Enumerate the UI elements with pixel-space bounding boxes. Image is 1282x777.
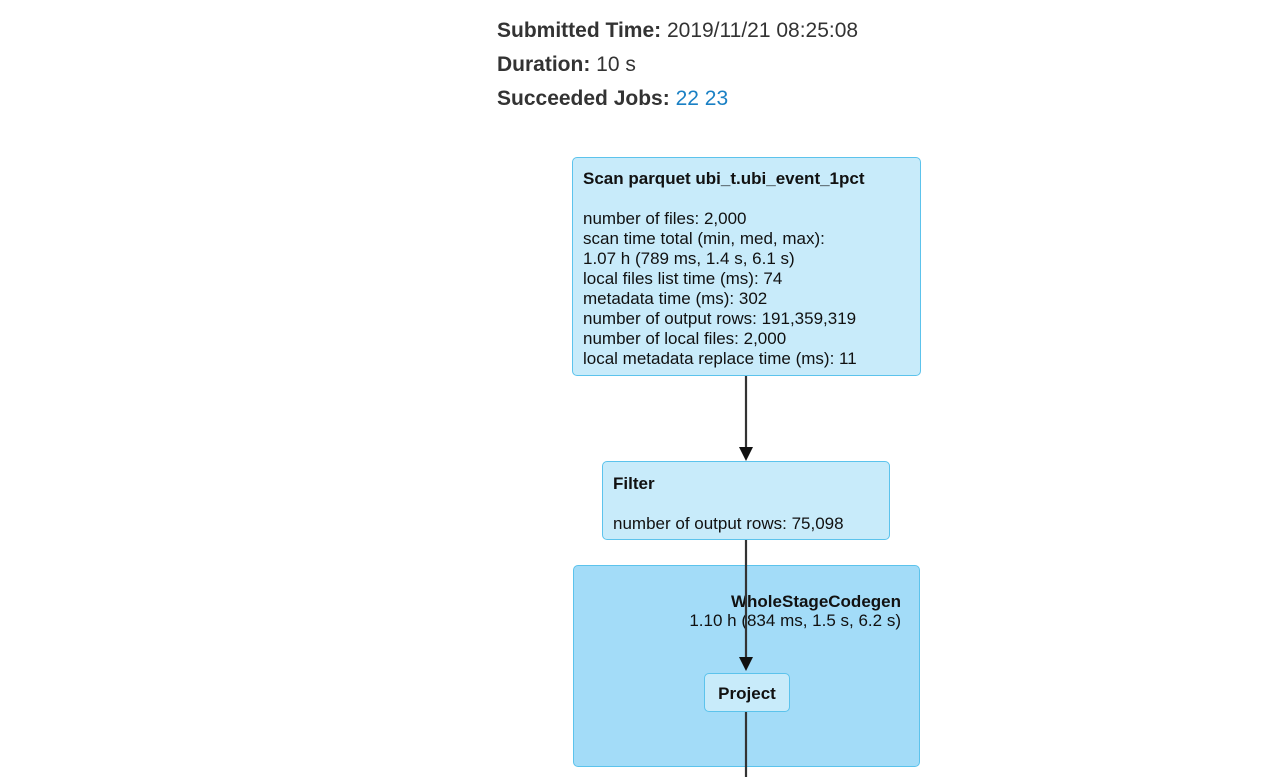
scan-metric: local files list time (ms): 74 [583, 269, 783, 288]
scan-metric: number of local files: 2,000 [583, 329, 787, 348]
filter-node-title: Filter [613, 474, 655, 493]
submitted-time-label: Submitted Time: [497, 19, 662, 42]
filter-node-metrics: number of output rows: 75,098 [613, 514, 889, 534]
submitted-time-value: 2019/11/21 08:25:08 [666, 19, 859, 42]
job-link-22[interactable]: 22 [675, 87, 699, 110]
scan-metric: metadata time (ms): 302 [583, 289, 768, 308]
filter-node[interactable]: Filter number of output rows: 75,098 [602, 461, 890, 540]
whole-stage-codegen-cluster[interactable]: WholeStageCodegen 1.10 h (834 ms, 1.5 s,… [573, 565, 920, 767]
codegen-title: WholeStageCodegen [730, 592, 901, 611]
duration-label: Duration: [497, 53, 591, 76]
project-node-title: Project [718, 684, 776, 703]
duration-value: 10 s [596, 53, 636, 76]
filter-metric: number of output rows: 75,098 [613, 514, 844, 533]
scan-metric: number of files: 2,000 [583, 209, 747, 228]
edge-arrowhead [739, 447, 753, 461]
scan-metric: number of output rows: 191,359,319 [583, 309, 857, 328]
scan-node-metrics: number of files: 2,000 scan time total (… [583, 209, 920, 369]
duration-row: Duration: 10 s [497, 48, 858, 82]
scan-node-title: Scan parquet ubi_t.ubi_event_1pct [583, 169, 865, 188]
query-summary: Submitted Time: 2019/11/21 08:25:08 Dura… [497, 14, 858, 116]
project-node[interactable]: Project [704, 673, 790, 712]
job-link-23[interactable]: 23 [704, 87, 729, 110]
submitted-time-row: Submitted Time: 2019/11/21 08:25:08 [497, 14, 858, 48]
scan-metric: local metadata replace time (ms): 11 [583, 349, 857, 368]
scan-metric: 1.07 h (789 ms, 1.4 s, 6.1 s) [583, 249, 795, 268]
scan-metric: scan time total (min, med, max): [583, 229, 825, 248]
codegen-time: 1.10 h (834 ms, 1.5 s, 6.2 s) [689, 611, 901, 630]
edge-scan-to-filter [739, 376, 753, 461]
scan-parquet-node[interactable]: Scan parquet ubi_t.ubi_event_1pct number… [572, 157, 921, 376]
succeeded-jobs-label: Succeeded Jobs: [497, 87, 670, 110]
succeeded-jobs-row: Succeeded Jobs: 22 23 [497, 82, 858, 116]
